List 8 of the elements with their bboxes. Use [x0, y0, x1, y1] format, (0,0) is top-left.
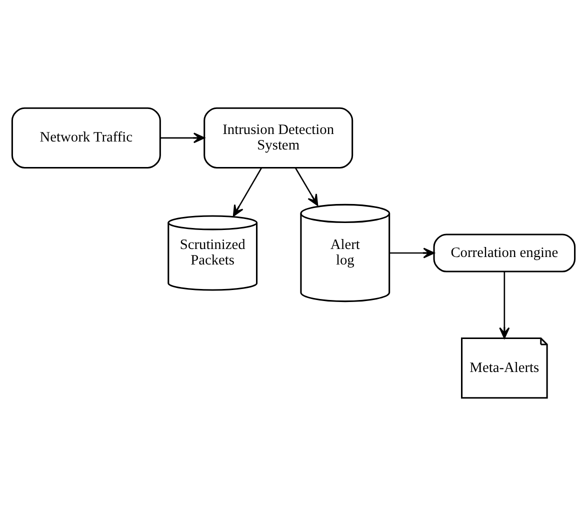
node-box: Correlation engine: [433, 234, 576, 272]
arrow: [294, 167, 318, 206]
node-box: Intrusion Detection System: [204, 107, 354, 168]
arrow: [160, 132, 205, 144]
arrow: [232, 167, 262, 217]
arrow: [390, 248, 435, 258]
arrow: [499, 272, 510, 339]
node-box: Network Traffic: [11, 107, 161, 168]
